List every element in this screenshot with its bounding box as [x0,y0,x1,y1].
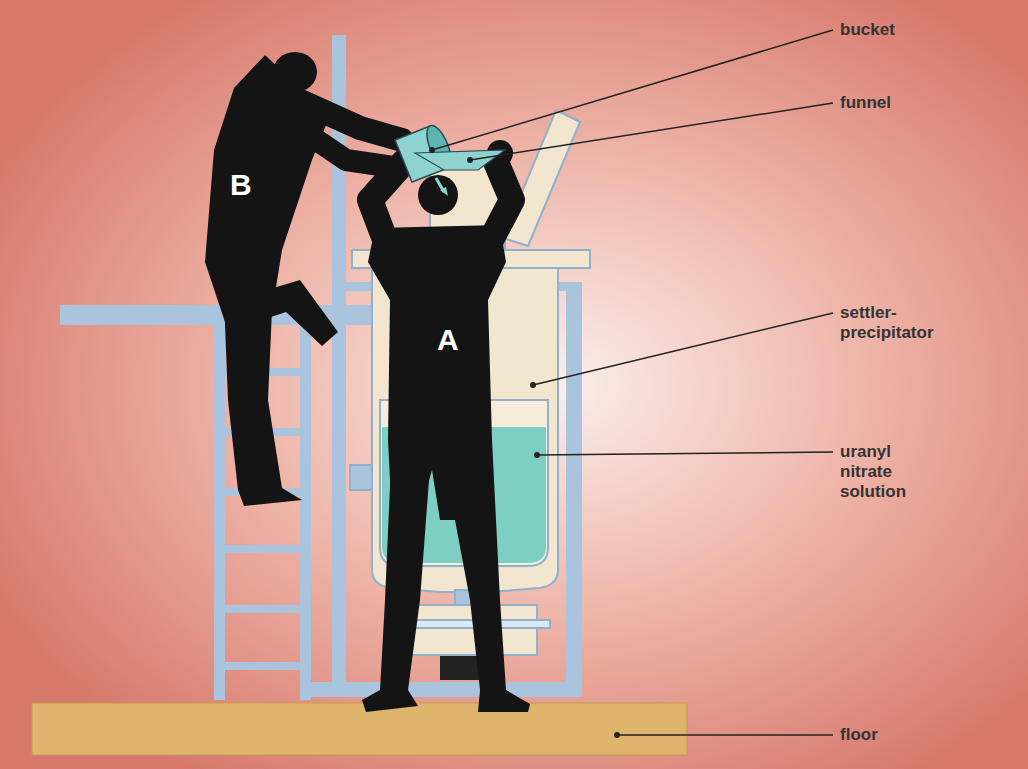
leader-dot [429,147,435,153]
side-flange [350,465,372,490]
ladder-rail [300,320,311,700]
worker-letter: B [230,170,252,200]
leader-dots [429,147,620,738]
leader-line [533,313,833,385]
silhouette-group [362,153,530,712]
ladder-rung [214,545,311,553]
worker-letter: A [437,325,459,355]
head-shape [418,175,458,215]
funnel-shape [415,150,505,170]
arm-shape [490,153,512,242]
part-label: uranyl nitrate solution [840,442,918,502]
body-shape [224,300,302,506]
arm-shape [290,122,400,168]
part-label: floor [840,725,990,745]
platform-bar [60,305,380,325]
part-label: bucket [840,20,990,40]
ladder-rung [214,662,311,670]
body-shape [362,440,432,712]
leader-line [537,452,833,455]
worker-silhouette: A [355,140,545,720]
worker-silhouette: B [200,30,378,510]
leader-dot [530,382,536,388]
floor-slab [32,703,687,755]
ladder-rail [214,320,225,700]
frame-post [566,282,582,697]
ladder-rung [214,605,311,613]
part-label: funnel [840,93,990,113]
stirrer-housing [398,605,537,655]
leader-line [617,734,833,736]
leader-dot [534,452,540,458]
silhouette-group [205,52,402,506]
part-label: settler-precipitator [840,303,952,343]
leader-line [432,30,833,150]
pour-arrowhead [440,187,448,196]
leader-dot [467,157,473,163]
leader-lines [432,30,833,735]
leader-line [470,103,833,160]
leader-dot [614,732,620,738]
silhouette-outline [200,30,378,510]
frame-beam [310,682,582,697]
frame-post [332,35,346,697]
body-shape [440,440,530,712]
silhouette-outline [355,140,545,720]
support-frame [60,35,582,697]
